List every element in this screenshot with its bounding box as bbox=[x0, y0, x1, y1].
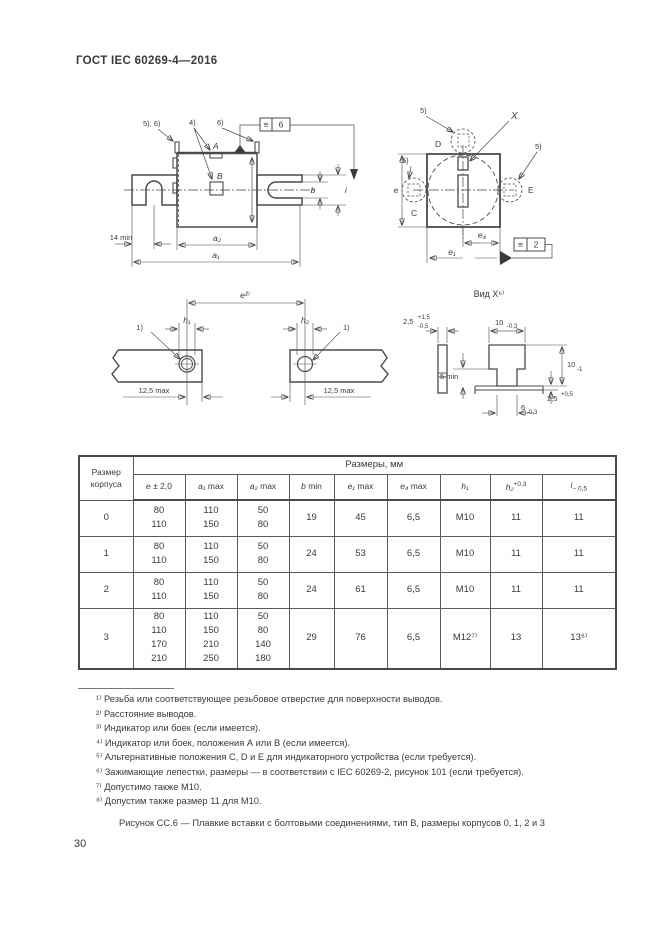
dim-e1-label: e₁ bbox=[448, 247, 456, 257]
dim-25-sub: -0,5 bbox=[418, 324, 429, 330]
dim-e2-label: e²⁾ bbox=[240, 290, 250, 300]
col-header-b: b min bbox=[288, 473, 335, 501]
col-header-e1: e₁ max bbox=[333, 473, 388, 501]
dim-6-sub: -0,3 bbox=[527, 410, 538, 416]
footnote: ³⁾ Индикатор или боек (если имеется). bbox=[96, 723, 261, 734]
note-6: 6) bbox=[217, 118, 224, 127]
dim-25b-base: 2,5 bbox=[547, 394, 557, 403]
footnotes: ¹⁾ Резьба или соответствующее резьбовое … bbox=[78, 692, 623, 809]
dim-a1-label: a₁ bbox=[212, 250, 220, 260]
cell-size: 1 bbox=[78, 535, 134, 573]
flatness-frame-6: ≡ 6 bbox=[239, 117, 358, 180]
blade-outlines bbox=[111, 299, 389, 405]
span-header: Размеры, мм bbox=[132, 455, 617, 475]
dimensions bbox=[426, 327, 567, 416]
dim-10h-base: 10 bbox=[567, 360, 575, 369]
dimension-table: Размер корпуса Размеры, мм e ± 2,0 a₁ ma… bbox=[78, 455, 617, 670]
dim-h2-label: h₂ bbox=[301, 315, 310, 325]
footnote: ⁴⁾ Индикатор или боек, положения А или В… bbox=[96, 737, 351, 748]
dim-25-base: 2,5 bbox=[403, 317, 413, 326]
col-header-h1: h₁ bbox=[439, 473, 491, 501]
leader-notes bbox=[157, 127, 253, 179]
dim-a2-label: a₂ bbox=[213, 233, 222, 243]
col-header-i: i− 0,5 bbox=[541, 473, 617, 501]
flatness-icon: ≡ bbox=[518, 240, 523, 250]
view-x-drawing: Вид X⁶⁾ 2,5 +1,5 -0,5 10 -0,3 5 min bbox=[403, 289, 583, 416]
position-a-label: A bbox=[212, 141, 219, 151]
cell-size: 0 bbox=[78, 499, 134, 537]
flatness-frame-2: ≡ 2 bbox=[500, 237, 553, 265]
dim-14min-label: 14 min bbox=[110, 233, 133, 242]
indicator-side-bar bbox=[437, 344, 448, 394]
footnote: ⁵⁾ Альтернативные положения С, D и Е для… bbox=[96, 752, 477, 763]
dim-6-base: 6 bbox=[521, 403, 525, 412]
dimensions bbox=[123, 303, 371, 402]
footnote: ⁷⁾ Допустимо также М10. bbox=[96, 781, 202, 792]
dim-b-i bbox=[302, 164, 346, 216]
footnote: ²⁾ Расстояние выводов. bbox=[96, 708, 197, 719]
page-number: 30 bbox=[74, 838, 87, 850]
flatness-value: 2 bbox=[534, 240, 539, 250]
view-x-marker: X bbox=[510, 111, 518, 122]
note-5-right: 5) bbox=[535, 142, 542, 151]
dim-i-label: i bbox=[345, 185, 348, 195]
note-1-right: 1) bbox=[343, 323, 350, 332]
document-header: ГОСТ IEC 60269-4—2016 bbox=[76, 55, 218, 67]
note-5-6: 5), 6) bbox=[143, 119, 161, 128]
position-e-label: E bbox=[528, 185, 534, 195]
flatness-icon: ≡ bbox=[264, 120, 269, 130]
dim-125-right-label: 12,5 max bbox=[324, 386, 355, 395]
end-view-drawing: 5) 5) 5) X D C E e e₄ e₁ ≡ 2 bbox=[394, 106, 553, 265]
fuse-body-outline bbox=[124, 141, 316, 228]
col-header-e4: e₄ max bbox=[386, 473, 441, 501]
position-b-label: B bbox=[217, 171, 223, 181]
col-header-a1: a₁ max bbox=[184, 473, 238, 501]
position-d-label: D bbox=[435, 139, 441, 149]
hatched-block bbox=[474, 344, 544, 394]
dim-10h-sub: -1 bbox=[577, 367, 583, 373]
end-view-outline bbox=[401, 128, 523, 242]
footnote: ⁶⁾ Зажимающие лепестки, размеры — в соот… bbox=[96, 766, 524, 777]
footnote: ⁸⁾ Допустим также размер 11 для М10. bbox=[96, 796, 262, 807]
view-x-title: Вид X⁶⁾ bbox=[474, 289, 505, 299]
col-header-e: e ± 2,0 bbox=[132, 473, 186, 501]
figure-caption: Рисунок СС.6 — Плавкие вставки с болтовы… bbox=[119, 818, 545, 828]
dim-10w-sub: -0,3 bbox=[507, 324, 518, 330]
note-4: 4) bbox=[189, 118, 196, 127]
dim-h1-label: h₁ bbox=[183, 315, 191, 325]
bottom-dimensions bbox=[115, 205, 301, 267]
leader-notes bbox=[409, 115, 538, 179]
dim-e4-label: e₄ bbox=[478, 230, 487, 240]
note-5-left: 5) bbox=[402, 156, 409, 165]
dim-b-label: b bbox=[311, 185, 316, 195]
dim-10w-base: 10 bbox=[495, 318, 503, 327]
dim-125-left-label: 12,5 max bbox=[139, 386, 170, 395]
blade-detail-drawing: e²⁾ h₁ h₂ 1) 1) 12,5 max 12,5 max bbox=[111, 290, 389, 405]
corner-header: Размер корпуса bbox=[78, 455, 134, 501]
col-header-a2: a₂ max bbox=[236, 473, 290, 501]
footnote: ¹⁾ Резьба или соответствующее резьбовое … bbox=[96, 694, 443, 704]
note-1-left: 1) bbox=[136, 323, 143, 332]
dim-25b-sup: +0,5 bbox=[561, 392, 574, 398]
footnote-separator bbox=[78, 688, 174, 689]
flatness-value: 6 bbox=[279, 120, 284, 130]
cell-size: 3 bbox=[78, 607, 134, 669]
dim-e-label: e bbox=[394, 185, 399, 195]
side-view-drawing: ≡ 6 5), 6) 4) 6) A B b i 14 min a₂ a₁ bbox=[110, 117, 358, 267]
position-c-label: C bbox=[411, 208, 417, 218]
col-header-h2: h₂+0,3 bbox=[489, 473, 543, 501]
dim-25-sup: +1,5 bbox=[418, 315, 431, 321]
note-5-top: 5) bbox=[420, 106, 427, 115]
cell-size: 2 bbox=[78, 571, 134, 609]
dim-5min-label: 5 min bbox=[440, 372, 458, 381]
